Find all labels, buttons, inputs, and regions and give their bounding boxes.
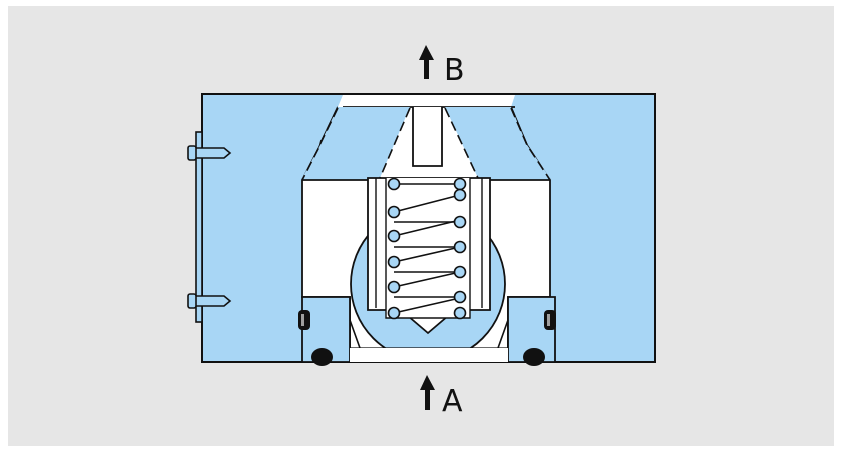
- inner-wedge-left: [302, 107, 410, 180]
- flow-arrow-up-icon: [420, 375, 435, 410]
- valve-stem: [412, 107, 443, 167]
- outlet-port-b: B: [419, 45, 465, 88]
- seat-right: [507, 296, 556, 363]
- inlet-port-a: A: [420, 375, 463, 419]
- spring-icon: [387, 177, 467, 320]
- bolt-icon: [187, 131, 232, 323]
- inner-wedge-right: [445, 107, 550, 180]
- flow-arrow-up-icon: [419, 45, 434, 79]
- inlet-port-label: A: [442, 384, 463, 419]
- outlet-port-label: B: [444, 53, 465, 88]
